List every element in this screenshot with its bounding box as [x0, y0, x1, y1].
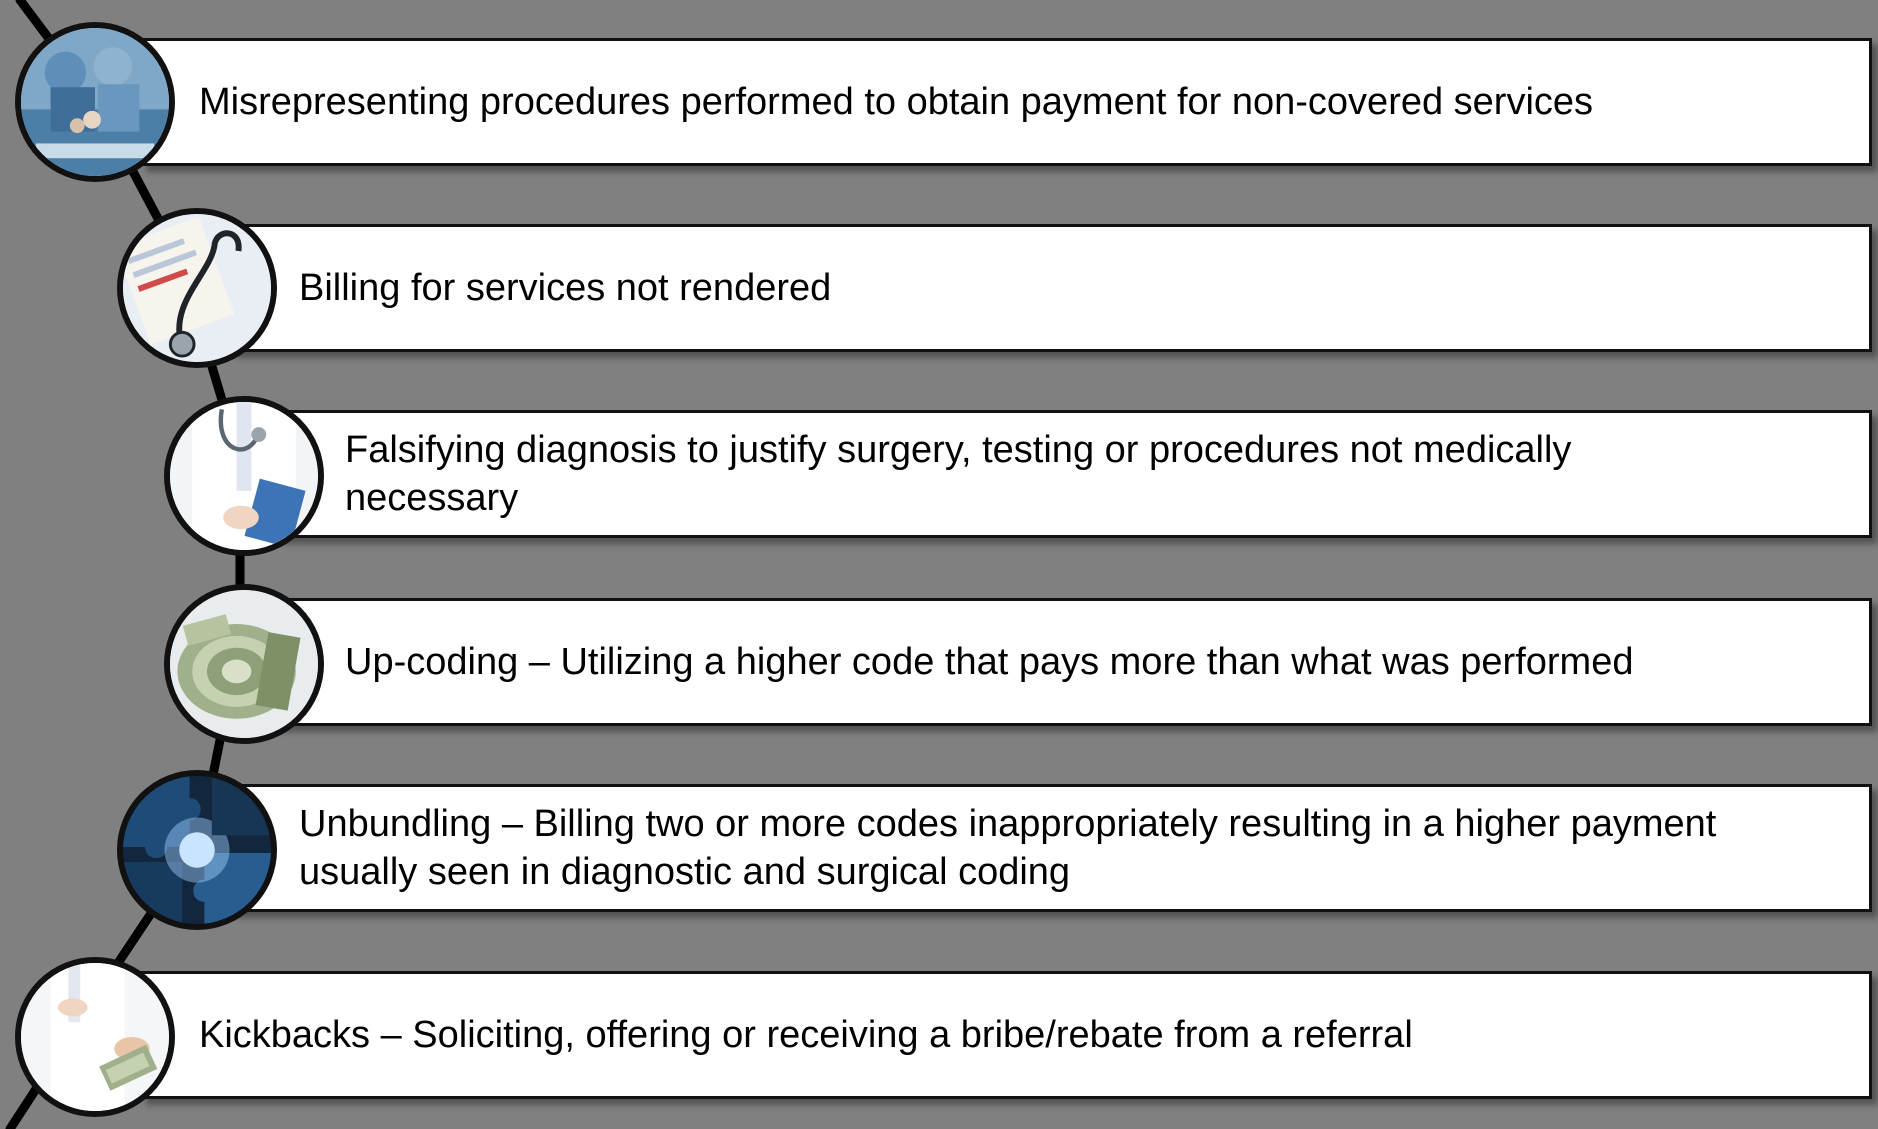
fraud-item-box-falsifying: Falsifying diagnosis to justify surgery,… [276, 410, 1872, 538]
fraud-item-text: Billing for services not rendered [299, 267, 832, 309]
fraud-item-box-unbundling: Unbundling – Billing two or more codes i… [230, 784, 1872, 912]
surgery-photo [15, 22, 175, 182]
fraud-item-text: Unbundling – Billing two or more codes i… [299, 803, 1717, 893]
fraud-item-text: Misrepresenting procedures performed to … [199, 81, 1594, 123]
fraud-item-box-misrepresenting: Misrepresenting procedures performed to … [140, 38, 1872, 166]
fraud-item-box-kickbacks: Kickbacks – Soliciting, offering or rece… [140, 971, 1872, 1099]
rolled-dollar-bills-photo [164, 584, 324, 744]
fraud-item-box-upcoding: Up-coding – Utilizing a higher code that… [276, 598, 1872, 726]
fraud-item-text: Falsifying diagnosis to justify surgery,… [345, 429, 1572, 519]
stethoscope-on-billing-form-photo [117, 208, 277, 368]
doctor-handing-money-photo [15, 957, 175, 1117]
puzzle-pieces-photo [117, 770, 277, 930]
fraud-item-text: Up-coding – Utilizing a higher code that… [345, 641, 1634, 683]
doctor-with-clipboard-photo [164, 396, 324, 556]
fraud-item-box-billing: Billing for services not rendered [230, 224, 1872, 352]
fraud-item-text: Kickbacks – Soliciting, offering or rece… [199, 1014, 1413, 1056]
